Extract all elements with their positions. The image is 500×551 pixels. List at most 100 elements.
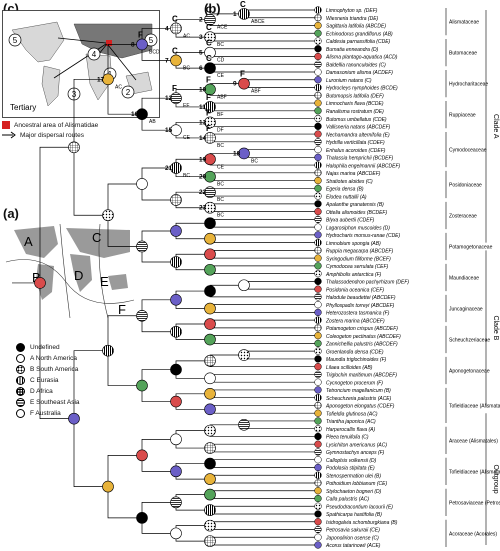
taxon-label: Zannichellia palustris (ABCDEF) — [325, 342, 398, 348]
map-c-legend: Ancestral area of Alismatidae Major disp… — [2, 120, 162, 140]
taxon-label: Limnophyton sp. (DEF) — [326, 8, 378, 14]
ancestral-node-marker — [204, 217, 216, 230]
tip-area-marker — [314, 370, 322, 379]
tip-area-marker — [314, 45, 322, 53]
tip-area-marker — [314, 425, 322, 433]
legend-north-america-row: A North America — [16, 353, 156, 364]
tip-area-marker — [314, 192, 322, 200]
family-label: Alismataceae — [449, 20, 479, 26]
node-number: 5 — [199, 50, 203, 57]
route-label-5-left: 5 — [13, 36, 18, 45]
ancestral-node-marker — [204, 333, 216, 346]
tip-area-marker — [314, 68, 322, 76]
ancestral-node-marker — [170, 256, 182, 268]
tip-area-marker — [314, 14, 322, 22]
ancestral-node-marker — [170, 465, 182, 478]
ancestral-node-marker — [204, 248, 216, 261]
tip-area-marker — [314, 339, 322, 348]
node-letter: C — [206, 23, 212, 32]
africa-icon — [16, 387, 25, 396]
ancestral-node-marker — [170, 363, 182, 376]
taxon-label: Egeria densa (B) — [326, 187, 364, 193]
tip-area-marker — [314, 386, 322, 394]
clade-label: Outgroup — [492, 465, 499, 494]
legend-southeast-asia-row: E Southeast Asia — [16, 397, 156, 408]
family-label: Maundiaceae — [449, 276, 479, 282]
eurasia-icon — [16, 376, 25, 385]
ancestral-node-marker — [170, 124, 182, 136]
ancestral-node-marker — [204, 372, 216, 385]
taxon-label: Luronium natans (C) — [326, 78, 372, 84]
taxon-label: Apalanthe granatensis (B) — [325, 202, 384, 208]
south-america-icon — [16, 365, 25, 374]
node-number: 18 — [233, 150, 241, 157]
red-square-icon — [2, 121, 10, 129]
tip-area-marker — [314, 21, 322, 30]
node-area-label: BC — [217, 143, 224, 149]
legend-undefined-label: Undefined — [30, 344, 60, 351]
tip-area-marker — [314, 510, 322, 518]
taxon-label: Groenlandia densa (CDE) — [326, 349, 384, 355]
ancestral-node-marker — [102, 73, 114, 86]
taxon-label: Potamogeton crispus (ABCDEF) — [326, 326, 398, 332]
taxon-label: Cycnogeton procerum (F) — [326, 380, 383, 386]
clade-label: Clade A — [492, 114, 499, 139]
ancestral-node-marker — [68, 141, 80, 154]
era-label: Tertiary — [10, 103, 36, 112]
ancestral-node-marker — [204, 116, 216, 129]
tip-area-marker — [314, 471, 322, 479]
node-letter: C — [206, 39, 212, 48]
ancestral-node-marker — [34, 277, 46, 289]
node-area-label: CE — [217, 73, 225, 79]
tip-area-marker — [314, 52, 322, 61]
node-area-label: BCD — [149, 49, 160, 55]
ancestral-node-marker — [170, 293, 182, 306]
tip-area-marker — [314, 122, 322, 130]
ancestral-node-marker — [204, 519, 216, 532]
tip-area-marker — [314, 153, 322, 161]
node-number: 4 — [165, 25, 169, 32]
node-number: 14 — [199, 135, 207, 142]
region-f-label: F — [118, 302, 126, 317]
taxon-label: Najas marina (ABCDEF) — [326, 171, 381, 177]
ancestral-node-marker — [238, 77, 250, 90]
tip-area-marker — [314, 363, 322, 371]
family-label: Araceae (Alismatales) — [449, 438, 498, 444]
tip-area-marker — [314, 184, 322, 192]
legend-dispersal-label: Major dispersal routes — [20, 131, 84, 139]
taxon-label: Pseudodracontium lacourii (E) — [326, 504, 393, 510]
tip-area-marker — [314, 6, 322, 14]
taxon-label: Lagarosiphon muscoides (D) — [326, 225, 390, 231]
ancestral-node-marker — [204, 535, 216, 547]
tip-area-marker — [314, 494, 322, 503]
node-number: 1 — [233, 11, 237, 18]
tip-area-marker — [314, 533, 322, 541]
node-area-label: BF — [217, 112, 223, 118]
ancestral-node-marker — [204, 83, 216, 96]
node-letter: C — [206, 54, 212, 63]
tip-area-marker — [314, 231, 322, 239]
node-area-label: BC — [217, 197, 224, 203]
tip-area-marker — [314, 448, 322, 456]
tip-area-marker — [314, 169, 322, 177]
taxon-label: Stylochaeton bogneri (D) — [326, 489, 382, 495]
family-labels: AlismataceaeButomaceaeHydrocharitaceaeRu… — [445, 8, 500, 547]
taxon-label: Cymodocea serrulata (CEF) — [326, 264, 389, 270]
ancestral-node-marker — [204, 13, 216, 26]
ancestral-node-marker — [170, 92, 182, 104]
route-label-5-right: 5 — [149, 36, 154, 45]
ancestral-node-marker — [204, 153, 216, 166]
node-area-label: BC — [183, 173, 190, 179]
taxon-label: Japonolirion osense (C) — [325, 535, 379, 541]
area-legend: Undefined A North America B South Americ… — [16, 342, 156, 419]
node-area-label: BC — [183, 65, 190, 71]
ancestral-node-marker — [102, 480, 114, 493]
tree-nodes: 1ABCEC2ACEC3BCC4ACC5CDC6CEC7BCC8BCDF9ABF… — [34, 0, 265, 547]
taxon-label: Halophila engelmannii (ABCDEF) — [326, 163, 401, 169]
node-number: 15 — [165, 127, 173, 134]
tip-area-marker — [314, 332, 322, 340]
tip-area-marker — [314, 502, 322, 510]
ancestral-node-marker — [68, 412, 80, 425]
node-letter: C — [206, 6, 212, 15]
